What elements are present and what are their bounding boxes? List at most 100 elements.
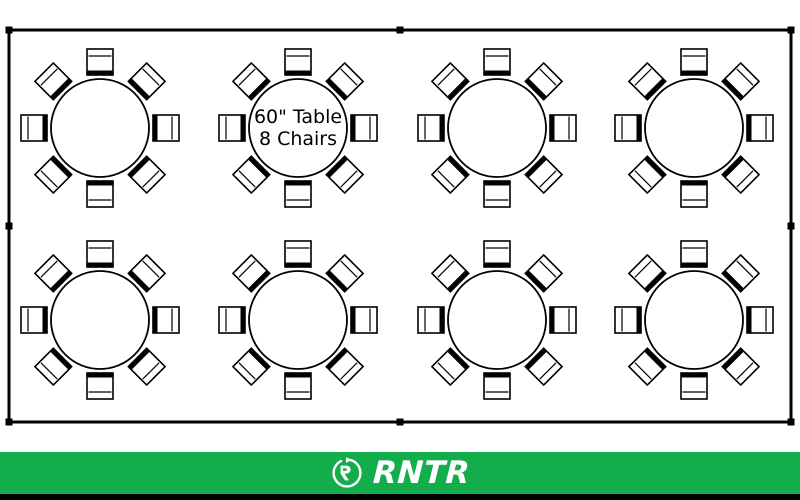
chair-seat-line <box>736 362 754 380</box>
chair-seat-line <box>40 170 58 188</box>
chair <box>218 306 246 334</box>
chair-back <box>351 115 356 141</box>
chair-back <box>240 307 245 333</box>
chair <box>721 347 761 387</box>
chair-back <box>87 181 113 186</box>
chair-back <box>447 270 469 292</box>
chair <box>350 306 378 334</box>
chair-back <box>550 115 555 141</box>
chair <box>417 306 445 334</box>
rntr-recycle-badge-icon <box>332 457 362 488</box>
round-table <box>447 78 547 178</box>
chair-back <box>128 78 150 100</box>
chair <box>33 253 73 293</box>
chair <box>350 114 378 142</box>
chair <box>284 240 312 268</box>
chair <box>417 114 445 142</box>
corner-grip-marker <box>5 26 13 34</box>
chair-seat-line <box>736 68 754 86</box>
chair-seat-line <box>437 170 455 188</box>
brand-wordmark: RNTR <box>372 454 471 491</box>
chair-back <box>42 307 47 333</box>
chair-back <box>681 181 707 186</box>
chair-back <box>722 78 744 100</box>
chair-seat-line <box>437 68 455 86</box>
chair-back <box>722 348 744 370</box>
chair-back <box>128 156 150 178</box>
chair <box>614 114 642 142</box>
chair <box>86 372 114 400</box>
chair-back <box>248 348 270 370</box>
chair <box>20 114 48 142</box>
chair-seat <box>231 347 271 387</box>
brand-footer-bar: RNTR <box>0 452 800 494</box>
chair <box>680 180 708 208</box>
table-annotation-line-2: 8 Chairs <box>259 128 337 150</box>
chair-back <box>87 373 113 378</box>
chair-back <box>484 262 510 267</box>
chair-back <box>484 373 510 378</box>
chair-seat-line <box>437 260 455 278</box>
chair <box>231 347 271 387</box>
chair-seat-line <box>634 260 652 278</box>
chair-back <box>525 78 547 100</box>
table-cluster <box>614 240 774 400</box>
chair-back <box>285 181 311 186</box>
chair-back <box>285 70 311 75</box>
chair-back <box>484 181 510 186</box>
chair-seat-line <box>142 260 160 278</box>
chair-seat-line <box>40 68 58 86</box>
chair-back <box>87 70 113 75</box>
chair-back <box>326 156 348 178</box>
chair-back <box>326 270 348 292</box>
round-table <box>50 270 150 370</box>
chair <box>127 253 167 293</box>
corner-grip-marker <box>787 26 795 34</box>
corner-grip-marker <box>787 418 795 426</box>
midpoint-grip-marker <box>396 26 404 34</box>
chair-back <box>447 156 469 178</box>
chair <box>430 155 470 195</box>
chair-back <box>439 307 444 333</box>
footer-bottom-rule <box>0 494 800 500</box>
chair-back <box>636 307 641 333</box>
chair <box>680 372 708 400</box>
chair <box>549 306 577 334</box>
chair <box>549 114 577 142</box>
chair-back <box>636 115 641 141</box>
chair <box>483 180 511 208</box>
chair-back <box>285 262 311 267</box>
midpoint-grip-marker <box>5 222 13 230</box>
midpoint-grip-marker <box>787 222 795 230</box>
brand-lockup: RNTR <box>330 454 471 491</box>
chair-seat-line <box>142 68 160 86</box>
chair-back <box>240 115 245 141</box>
chair-seat-line <box>736 260 754 278</box>
chair-back <box>128 270 150 292</box>
table-annotation-line-1: 60" Table <box>254 106 342 128</box>
chair-back <box>525 348 547 370</box>
chair <box>33 155 73 195</box>
chair <box>284 180 312 208</box>
chair <box>284 372 312 400</box>
chair <box>430 253 470 293</box>
chair <box>284 48 312 76</box>
chair-back <box>644 156 666 178</box>
chair-back <box>550 307 555 333</box>
chair-back <box>351 307 356 333</box>
round-table <box>447 270 547 370</box>
chair-seat-line <box>142 170 160 188</box>
chair-back <box>285 373 311 378</box>
chair-seat-line <box>40 260 58 278</box>
chair-seat-line <box>340 260 358 278</box>
chair-back <box>248 78 270 100</box>
chair <box>614 306 642 334</box>
chair-back <box>747 115 752 141</box>
chair-seat-line <box>340 68 358 86</box>
round-table <box>644 270 744 370</box>
corner-grip-marker <box>5 418 13 426</box>
chair <box>680 48 708 76</box>
chair <box>483 48 511 76</box>
table-cluster <box>614 48 774 208</box>
